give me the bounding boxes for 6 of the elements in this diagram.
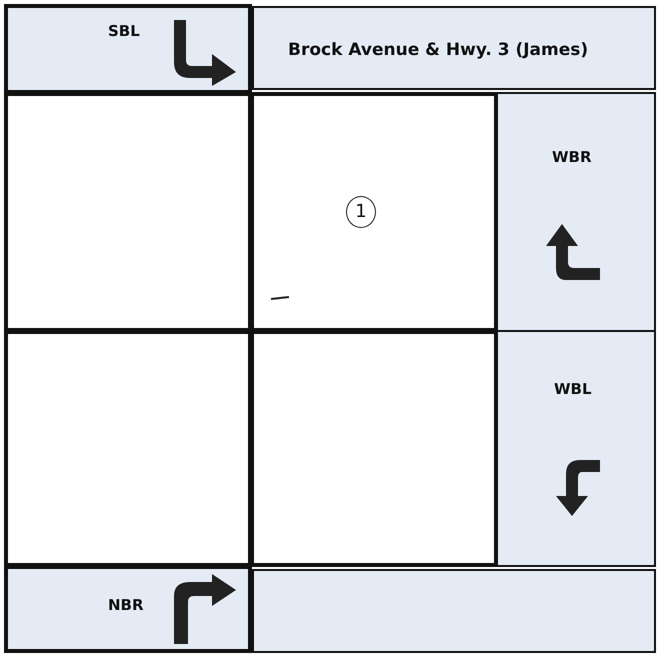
intersection-name: Brock Avenue & Hwy. 3 (James) bbox=[288, 40, 588, 60]
lane-label: WBL bbox=[554, 380, 592, 398]
handwritten-number: 1 bbox=[346, 196, 376, 228]
lane-label: WBR bbox=[552, 148, 592, 166]
lane-label: NBR bbox=[108, 596, 144, 614]
lane-label: SBL bbox=[108, 22, 140, 40]
